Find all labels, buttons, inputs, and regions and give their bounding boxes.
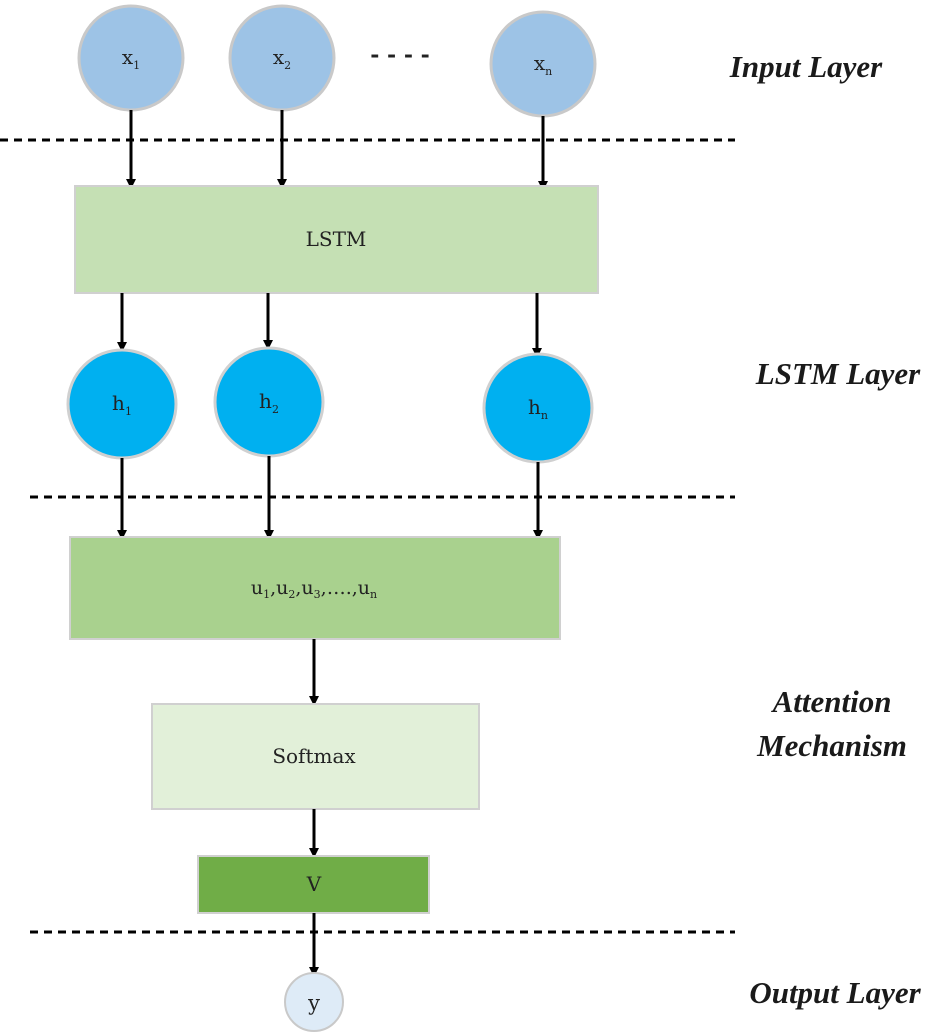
hidden-node-h1: h1 bbox=[66, 348, 178, 460]
input-node-x1: x1 bbox=[77, 4, 185, 112]
v-box-rect bbox=[197, 855, 430, 914]
hidden-node-hn: hn bbox=[482, 352, 594, 464]
softmax-box: Softmax bbox=[151, 703, 480, 810]
output-node-y-label: y bbox=[307, 991, 320, 1015]
v-box-label: V bbox=[306, 872, 322, 896]
u-box-label: u1,u2,u3,….,un bbox=[251, 577, 377, 601]
layer-label-attention-line1: Attention bbox=[771, 684, 892, 719]
lstm-box-rect bbox=[74, 185, 599, 294]
input-ellipsis: - - - - bbox=[370, 42, 430, 68]
input-node-x2: x2 bbox=[228, 4, 336, 112]
hidden-node-h2-label: h2 bbox=[259, 389, 279, 416]
output-node-y-circle bbox=[284, 972, 344, 1032]
output-node-y: y bbox=[284, 972, 344, 1032]
input-node-x1-label: x1 bbox=[122, 45, 140, 72]
v-box: V bbox=[197, 855, 430, 914]
layer-label-lstm: LSTM Layer bbox=[755, 356, 921, 391]
softmax-box-rect bbox=[151, 703, 480, 810]
lstm-box: LSTM bbox=[74, 185, 599, 294]
layer-label-input: Input Layer bbox=[729, 49, 883, 84]
input-node-xn: xn bbox=[489, 10, 597, 118]
input-node-x2-label: x2 bbox=[273, 45, 291, 72]
hidden-node-h2: h2 bbox=[213, 346, 325, 458]
input-node-xn-label: xn bbox=[534, 51, 552, 78]
hidden-node-h1-label: h1 bbox=[112, 391, 132, 418]
softmax-box-label: Softmax bbox=[272, 744, 356, 768]
layer-label-attention-line2: Mechanism bbox=[756, 728, 907, 763]
u-box-rect bbox=[69, 536, 561, 640]
layer-label-output: Output Layer bbox=[749, 975, 921, 1010]
u-box: u1,u2,u3,….,un bbox=[69, 536, 561, 640]
hidden-node-hn-label: hn bbox=[528, 395, 548, 422]
lstm-box-label: LSTM bbox=[306, 227, 367, 251]
